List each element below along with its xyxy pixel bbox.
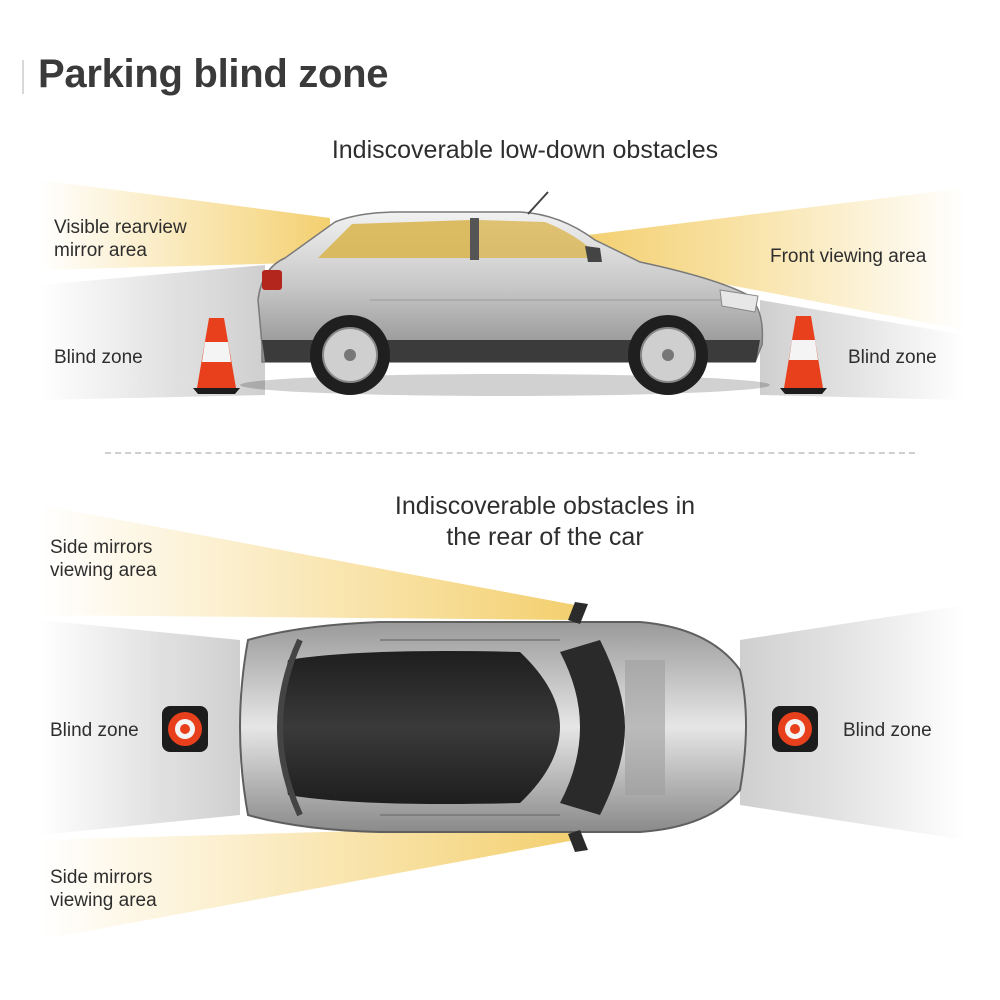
section-divider <box>105 452 915 454</box>
rear-mirror-zone <box>40 180 330 270</box>
blind-zone-front-top-label: Blind zone <box>843 720 932 741</box>
traffic-cone-icon <box>772 706 818 752</box>
side-mirror-zone-top <box>40 505 575 620</box>
top-view-zones <box>40 505 965 940</box>
blind-zone-rear-top-label: Blind zone <box>50 720 139 741</box>
rear-wheel-icon <box>310 315 390 395</box>
side-mirror-zone-bottom <box>40 825 575 940</box>
blind-zone-front-top <box>740 605 965 840</box>
traffic-cone-icon <box>162 706 208 752</box>
traffic-cone-icon <box>193 318 240 394</box>
front-view-zone <box>580 188 965 330</box>
page-title: Parking blind zone <box>38 52 389 96</box>
blind-zone-rear-top <box>40 620 240 835</box>
side-mirrors-bottom-label: Side mirrors viewing area <box>50 867 157 911</box>
side-view-heading: Indiscoverable low-down obstacles <box>331 136 719 164</box>
top-view-heading: Indiscoverable obstacles in the rear of … <box>394 492 696 551</box>
blind-zone-front-label: Blind zone <box>848 347 937 368</box>
front-wheel-icon <box>628 315 708 395</box>
front-view-label: Front viewing area <box>770 246 927 267</box>
suv-top-icon <box>239 602 747 852</box>
rear-mirror-label: Visible rearview mirror area <box>54 217 187 261</box>
blind-zone-rear-label: Blind zone <box>54 347 143 368</box>
side-view-zones <box>40 180 965 400</box>
title-accent-bar <box>22 60 24 94</box>
suv-side-icon <box>240 191 770 396</box>
side-mirrors-top-label: Side mirrors viewing area <box>50 537 157 581</box>
traffic-cone-icon <box>780 316 827 394</box>
